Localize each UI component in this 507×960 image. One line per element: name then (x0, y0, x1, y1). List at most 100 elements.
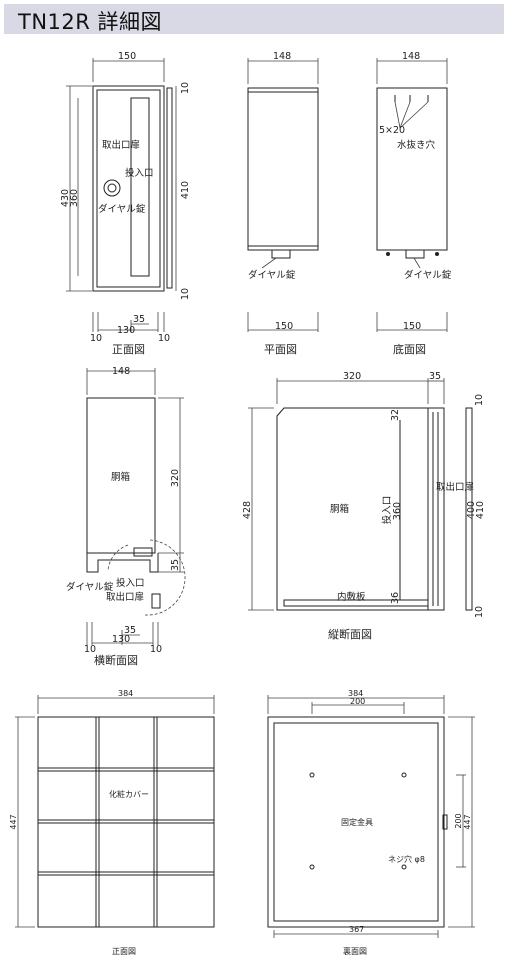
label-dial-plan: ダイヤル錠 (248, 269, 296, 281)
dim-410-vertical: 410 (475, 501, 486, 519)
dim-130: 130 (117, 325, 135, 336)
front-door (96, 89, 161, 288)
dial-lock-inner (107, 183, 117, 193)
dim-410: 410 (180, 181, 191, 199)
cross-body (86, 397, 156, 554)
label-slot-cross: 投入口 (116, 577, 145, 589)
screw-hole-bl (309, 864, 315, 870)
front-view-cover: 384 447 化粧カバー 正面図 (9, 689, 215, 956)
front-side-panel (166, 87, 173, 289)
cross-lower (86, 553, 159, 573)
dim-130-cross: 130 (112, 634, 130, 645)
label-inner-plate: 内敷板 (337, 591, 366, 603)
back-outer (267, 716, 445, 928)
back-hinge (442, 814, 448, 830)
drain-hole-left (386, 252, 390, 256)
label-bracket: 固定金具 (341, 817, 373, 827)
plan-view: 148 ダイヤル錠 150 平面図 (247, 51, 319, 356)
cover-grid (38, 717, 214, 927)
dial-lock-icon (103, 179, 121, 197)
dim-430: 430 (60, 189, 71, 207)
label-slot-vertical: 投入口 (381, 496, 393, 525)
door-open (151, 593, 161, 609)
vertical-side (465, 407, 473, 611)
screw-hole-br (401, 864, 407, 870)
dim-10-cross-r: 10 (150, 644, 162, 655)
label-body-cross: 胴箱 (111, 471, 130, 483)
dim-10-cross-l: 10 (84, 644, 96, 655)
caption-bottom: 底面図 (393, 342, 426, 356)
dim-35-cross-b: 35 (124, 625, 136, 636)
caption-cross: 横断面図 (94, 653, 138, 667)
dim-428: 428 (242, 501, 253, 519)
label-slot: 投入口 (125, 167, 154, 179)
label-body-vertical: 胴箱 (330, 503, 349, 515)
dim-360-vertical: 360 (392, 502, 403, 520)
plan-body (247, 87, 319, 251)
label-door: 取出口扉 (102, 139, 140, 151)
dim-10-top: 10 (180, 82, 191, 94)
back-view: 384 200 200 447 固定金具 ネジ穴 φ8 367 裏面図 (267, 689, 475, 956)
label-dial-bottom: ダイヤル錠 (404, 269, 452, 281)
cross-slot (133, 547, 153, 557)
vertical-section-view: 320 35 428 32 360 投入口 36 取出口扉 胴箱 内敷板 10 … (242, 371, 486, 641)
dim-148-plan: 148 (273, 51, 291, 62)
dim-148-cross: 148 (112, 366, 130, 377)
caption-front: 正面図 (112, 343, 145, 356)
dim-36: 36 (390, 592, 401, 604)
cross-section-view: 148 320 35 胴箱 ダイヤル錠 投入口 取出口扉 35 130 10 1… (66, 366, 186, 667)
inner-plate (283, 599, 429, 607)
label-cover: 化粧カバー (109, 789, 149, 799)
back-inner (273, 722, 439, 922)
dim-320-cross: 320 (170, 469, 181, 487)
front-outer-frame (92, 85, 165, 292)
bottom-body (376, 87, 448, 251)
cover-outer (37, 716, 215, 928)
plan-dial-lock (271, 249, 291, 259)
dim-400: 400 (466, 501, 477, 519)
screw-hole-tr (401, 772, 407, 778)
page-title: TN12R 詳細図 (18, 10, 163, 34)
door-swing-arc (107, 544, 129, 571)
dim-150-bottom: 150 (403, 321, 421, 332)
dim-447-back: 447 (463, 814, 472, 829)
dim-360: 360 (69, 189, 80, 207)
label-door-vertical: 取出口扉 (436, 481, 474, 493)
caption-front2: 正面図 (112, 947, 136, 956)
dim-200-back: 200 (350, 697, 365, 706)
dim-200-back-v: 200 (454, 813, 463, 828)
dim-35: 35 (133, 314, 145, 325)
header-bar: TN12R 詳細図 (4, 4, 504, 34)
label-dial-cross: ダイヤル錠 (66, 581, 114, 593)
bottom-view: 148 5×20 水抜き穴 ダイヤル錠 150 底面図 (376, 51, 452, 356)
bottom-dial-lock (405, 249, 425, 259)
dim-10-right: 10 (158, 333, 170, 344)
caption-plan: 平面図 (264, 343, 297, 356)
label-screw: ネジ穴 φ8 (388, 854, 425, 864)
door-swing-arc-2 (144, 539, 186, 616)
dim-384-back: 384 (348, 689, 363, 698)
dim-150: 150 (118, 51, 136, 62)
dim-10-bottom: 10 (180, 288, 191, 300)
dim-35-vertical: 35 (429, 371, 441, 382)
dim-5x20: 5×20 (379, 125, 405, 136)
dim-10-v-bottom: 10 (474, 606, 485, 618)
dim-35-cross: 35 (170, 559, 181, 571)
dim-150-plan: 150 (275, 321, 293, 332)
dim-10-left: 10 (90, 333, 102, 344)
front-view: 150 430 360 10 410 10 取出口扉 投入口 ダイヤル錠 35 … (60, 51, 191, 356)
dim-384-front: 384 (118, 689, 133, 698)
dim-447-front: 447 (9, 814, 18, 829)
front-slot (130, 97, 150, 277)
label-dial: ダイヤル錠 (98, 203, 146, 215)
drain-hole-right (435, 252, 439, 256)
caption-vertical: 縦断面図 (328, 627, 372, 641)
caption-back: 裏面図 (343, 946, 367, 956)
screw-hole-tl (309, 772, 315, 778)
dim-32: 32 (390, 409, 401, 421)
dim-320-vertical: 320 (343, 371, 361, 382)
vertical-door (427, 407, 445, 611)
label-door-cross: 取出口扉 (106, 591, 144, 603)
dim-148-bottom: 148 (402, 51, 420, 62)
